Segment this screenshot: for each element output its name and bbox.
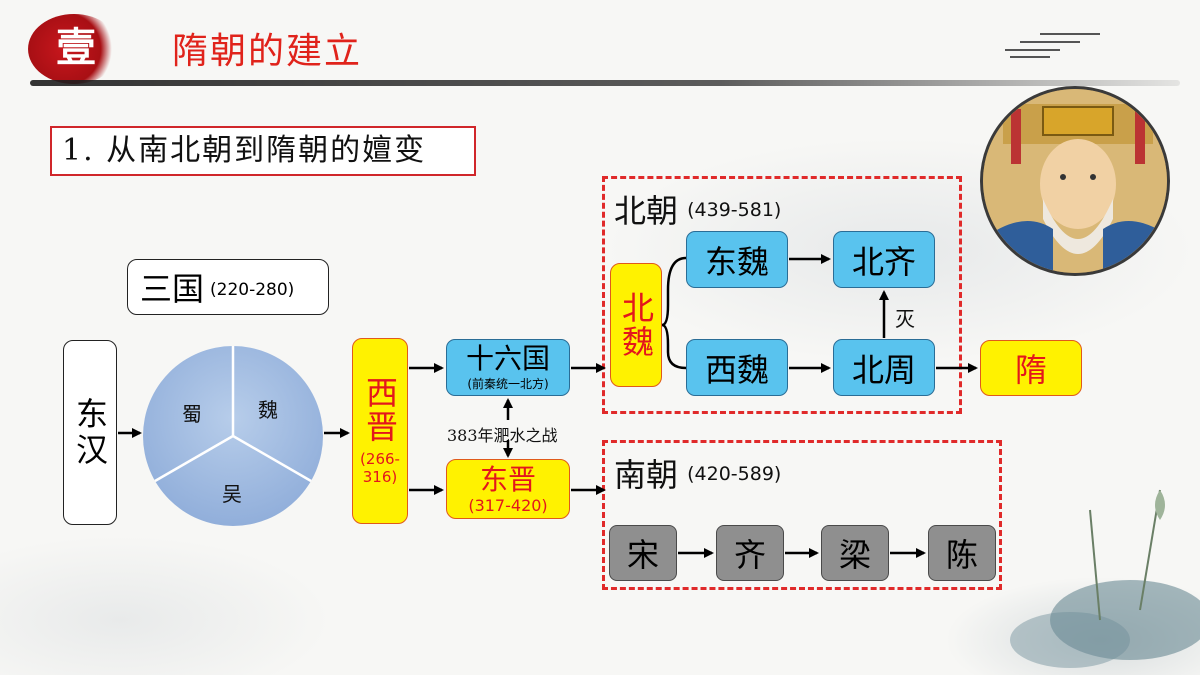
northern-wei-box: 北魏 — [610, 263, 662, 387]
western-jin-box: 西晋 (266-316) — [352, 338, 408, 524]
northern-dynasties-region — [602, 176, 962, 414]
qi-box: 齐 — [716, 525, 784, 581]
chen-label: 陈 — [945, 536, 978, 574]
northern-qi-label: 北齐 — [851, 242, 916, 281]
northern-zhou-box: 北周 — [833, 339, 935, 396]
section-subtitle: 1. 从南北朝到隋朝的嬗变 — [50, 126, 476, 176]
song-box: 宋 — [609, 525, 677, 581]
western-jin-years: (266-316) — [360, 450, 400, 486]
pie-slice-shu: 蜀 — [182, 402, 202, 426]
sixteen-kingdoms-note: (前秦统一北方) — [467, 377, 549, 391]
southern-dynasties-region — [602, 440, 1002, 590]
eastern-wei-label: 东魏 — [704, 242, 769, 281]
pie-divider — [154, 434, 234, 483]
northern-qi-box: 北齐 — [833, 231, 935, 288]
brush-divider — [30, 80, 1180, 86]
sui-label: 隋 — [1014, 351, 1047, 389]
northern-label: 北朝 — [614, 192, 679, 230]
northern-label-group: 北朝 (439-581) — [614, 186, 781, 232]
northern-years: (439-581) — [687, 199, 782, 221]
three-kingdoms-pie — [143, 346, 323, 526]
western-wei-box: 西魏 — [686, 339, 788, 396]
pie-divider — [232, 434, 312, 483]
sui-box: 隋 — [980, 340, 1082, 396]
eastern-wei-box: 东魏 — [686, 231, 788, 288]
lotus-ink-ornament-icon — [1010, 489, 1200, 668]
liang-label: 梁 — [838, 536, 871, 574]
three-kingdoms-label: 三国 — [140, 270, 205, 308]
battle-label: 383年淝水之战 — [447, 426, 558, 445]
western-wei-label: 西魏 — [704, 350, 769, 389]
seal-char: 壹 — [56, 24, 96, 71]
eastern-han-label: 东汉 — [71, 396, 109, 469]
western-jin-label: 西晋 — [361, 376, 399, 444]
page-title: 隋朝的建立 — [172, 31, 363, 72]
northern-wei-label: 北魏 — [617, 291, 655, 359]
pie-slice-wu: 吴 — [222, 482, 242, 506]
eastern-jin-label: 东晋 — [479, 462, 536, 496]
pie-slice-wei: 魏 — [258, 398, 278, 422]
southern-years: (420-589) — [687, 463, 782, 485]
three-kingdoms-years: (220-280) — [210, 280, 295, 300]
emperor-figure-icon — [983, 89, 1167, 273]
chen-box: 陈 — [928, 525, 996, 581]
eastern-jin-years: (317-420) — [468, 495, 548, 515]
sixteen-kingdoms-label: 十六国 — [465, 342, 550, 375]
eastern-jin-box: 东晋 (317-420) — [446, 459, 570, 519]
liang-box: 梁 — [821, 525, 889, 581]
cloud-ornament-icon — [1005, 33, 1100, 58]
eastern-han-box: 东汉 — [63, 340, 117, 525]
three-kingdoms-label-box: 三国 (220-280) — [127, 259, 329, 315]
conquer-label: 灭 — [895, 307, 915, 331]
brace-wei-split — [661, 256, 687, 370]
qi-label: 齐 — [733, 536, 766, 574]
northern-zhou-label: 北周 — [851, 350, 916, 389]
sixteen-kingdoms-box: 十六国 (前秦统一北方) — [446, 339, 570, 396]
seal-badge — [28, 14, 120, 84]
southern-label-group: 南朝 (420-589) — [614, 450, 781, 496]
song-label: 宋 — [626, 536, 659, 574]
southern-label: 南朝 — [614, 456, 679, 494]
emperor-portrait — [980, 86, 1170, 276]
